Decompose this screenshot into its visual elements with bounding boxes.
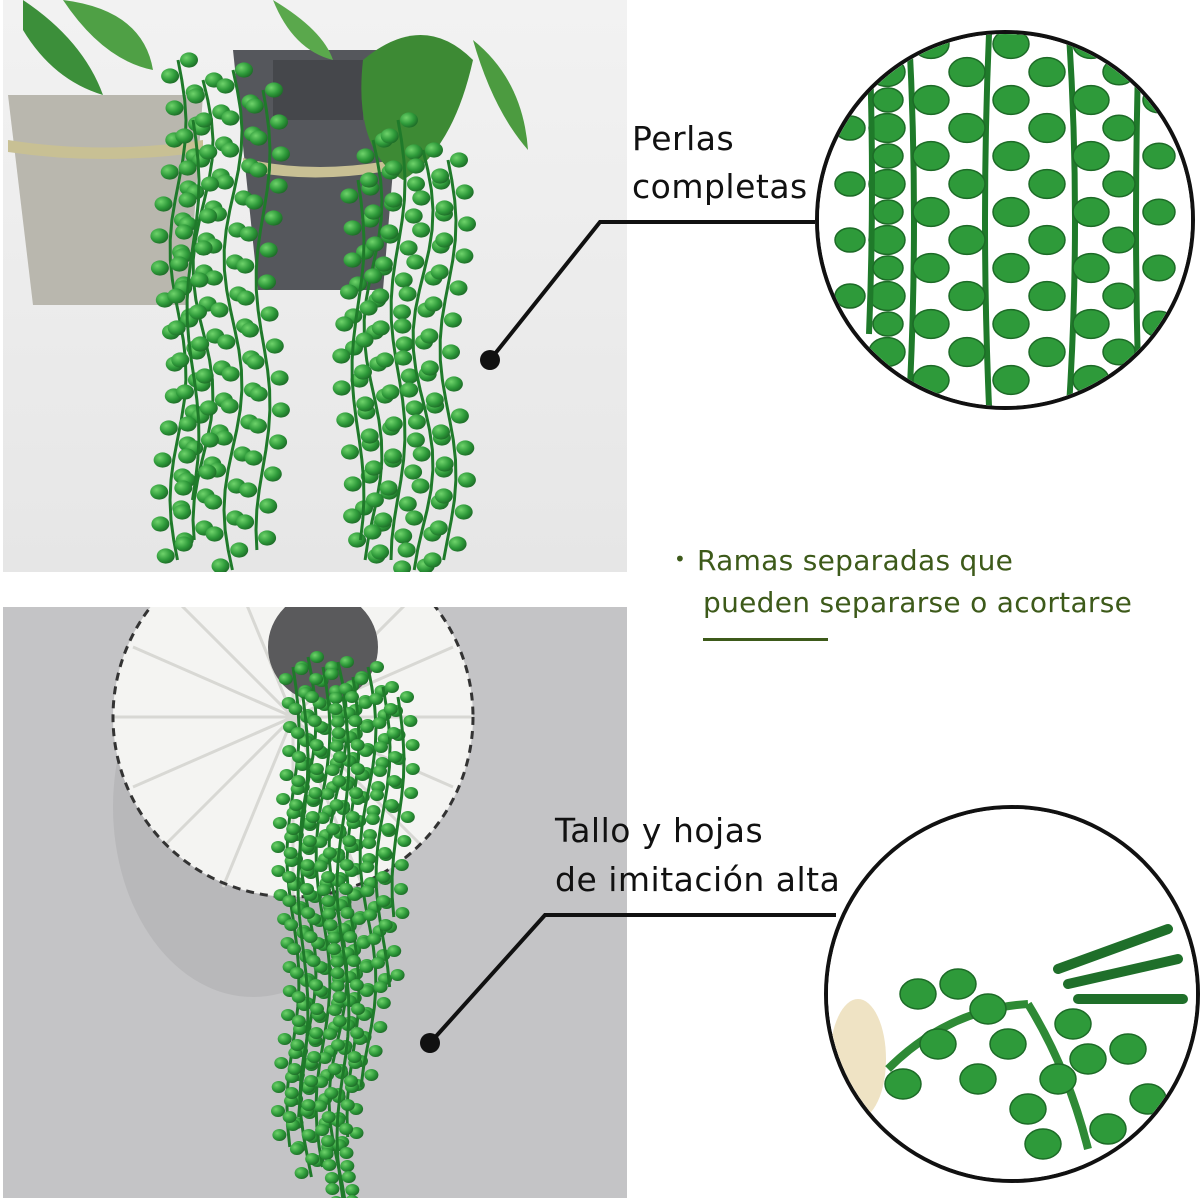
note-bullet: • <box>674 547 687 571</box>
note-line1: Ramas separadas que <box>697 544 1014 577</box>
note-underline <box>703 638 828 641</box>
callout-bottom-line1: Tallo y hojas <box>555 811 764 850</box>
photo-potted-pearl-plants <box>3 0 627 572</box>
callout-top-line2: completas <box>632 167 808 206</box>
zoom-circle-stem-leaves <box>824 805 1200 1183</box>
photo-wall-basket-pearl-plant <box>3 607 627 1198</box>
note-line2: pueden separarse o acortarse <box>703 586 1133 619</box>
callout-bottom-line2: de imitación alta <box>555 860 841 899</box>
pearl-strands <box>150 52 476 572</box>
pearl-strands <box>271 651 420 1198</box>
callout-top-line1: Perlas <box>632 119 735 158</box>
zoom-circle-pearls <box>815 30 1195 410</box>
